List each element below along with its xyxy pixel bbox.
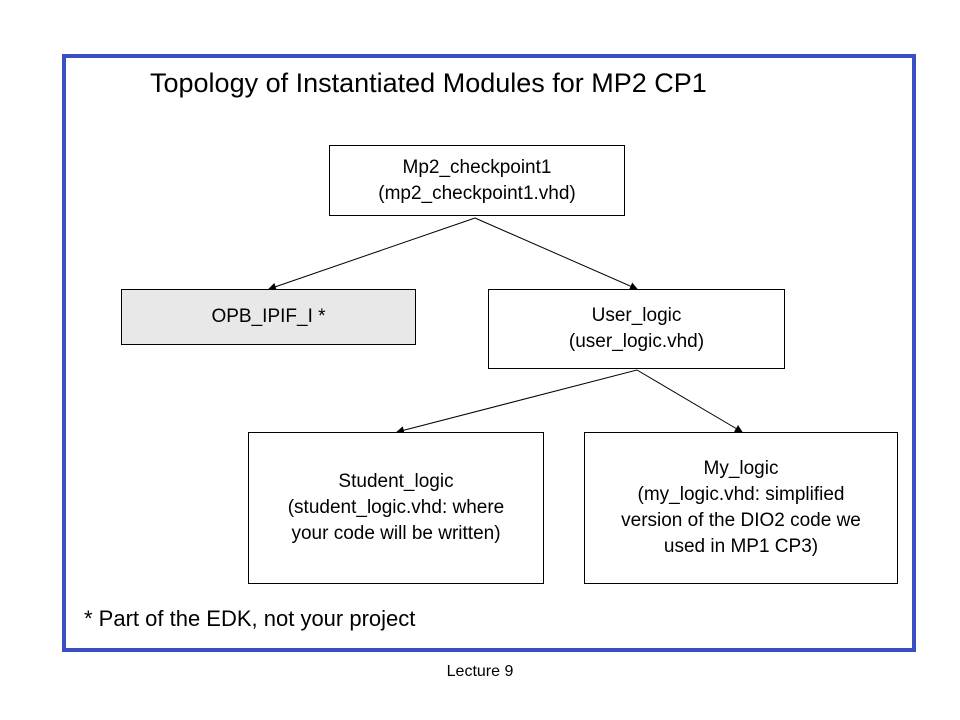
node-label-line: Student_logic xyxy=(338,471,454,492)
edge-user-logic-to-student-logic xyxy=(396,369,638,435)
node-label-line: (my_logic.vhd: simplified xyxy=(637,484,845,505)
node-mp2-checkpoint1: Mp2_checkpoint1 (mp2_checkpoint1.vhd) xyxy=(329,145,625,216)
footnote: * Part of the EDK, not your project xyxy=(84,606,416,631)
node-user-logic: User_logic (user_logic.vhd) xyxy=(488,289,785,369)
node-student-logic: Student_logic (student_logic.vhd: where … xyxy=(248,432,544,584)
slide-footer: Lecture 9 xyxy=(446,663,514,680)
node-label-line: My_logic xyxy=(703,458,779,479)
node-label-line: version of the DIO2 code we xyxy=(621,510,861,531)
edge-user-logic-to-my-logic xyxy=(636,369,743,433)
node-label-line: (mp2_checkpoint1.vhd) xyxy=(378,182,576,204)
node-label-line: used in MP1 CP3) xyxy=(663,536,819,557)
node-label-line: your code will be written) xyxy=(291,523,501,544)
node-label-line: (user_logic.vhd) xyxy=(568,331,705,352)
slide-frame xyxy=(62,54,916,652)
node-label-line: (student_logic.vhd: where xyxy=(287,497,505,518)
node-label-line: User_logic xyxy=(591,305,682,326)
edge-checkpoint-to-opb-ipif xyxy=(268,217,476,291)
node-label-line: Mp2_checkpoint1 xyxy=(402,156,552,178)
node-opb-ipif: OPB_IPIF_I * xyxy=(121,289,416,345)
edge-checkpoint-to-user-logic xyxy=(474,217,638,290)
node-my-logic: My_logic (my_logic.vhd: simplified versi… xyxy=(584,432,898,584)
node-label-line: OPB_IPIF_I * xyxy=(211,306,326,327)
diagram-title: Topology of Instantiated Modules for MP2… xyxy=(150,68,707,98)
